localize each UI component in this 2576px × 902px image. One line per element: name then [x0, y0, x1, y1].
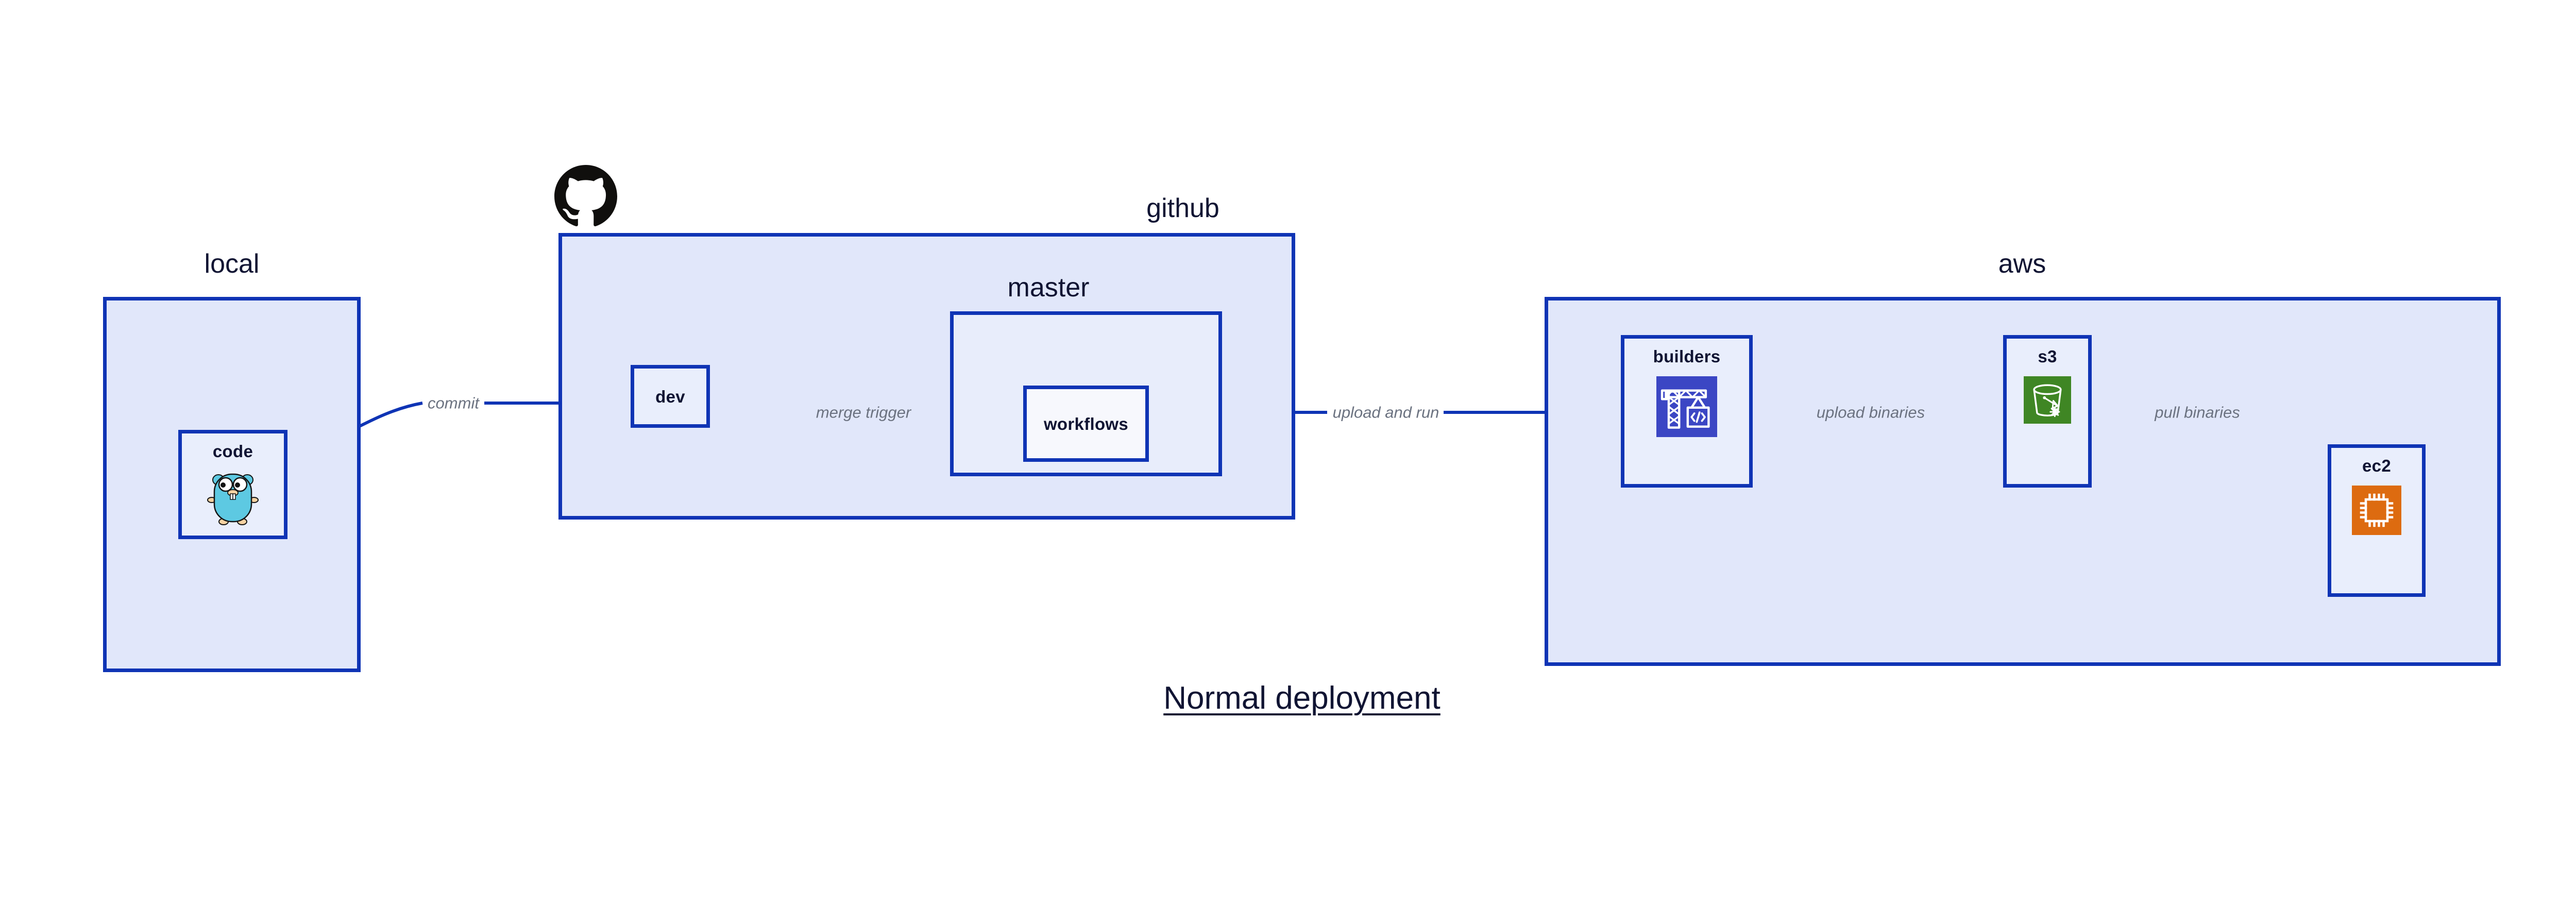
node-s3[interactable]: s3	[2003, 335, 2092, 488]
node-label-ec2: ec2	[2362, 456, 2391, 475]
aws-s3-bucket-icon	[2024, 376, 2071, 426]
node-label-workflows: workflows	[1043, 414, 1129, 433]
node-builders[interactable]: builders	[1621, 335, 1753, 488]
github-octocat-icon	[554, 165, 617, 230]
edge-label-upload-binaries: upload binaries	[1816, 403, 1925, 422]
group-label-master: master	[1007, 273, 1090, 303]
edge-label-merge-trigger: merge trigger	[816, 403, 911, 422]
node-label-builders: builders	[1653, 347, 1721, 366]
node-workflows[interactable]: workflows	[1023, 386, 1149, 462]
edge-label-commit: commit	[428, 394, 479, 412]
aws-ec2-chip-icon	[2352, 486, 2401, 538]
node-dev[interactable]: dev	[631, 365, 710, 428]
node-code[interactable]: code	[178, 430, 287, 539]
node-label-code: code	[212, 442, 253, 461]
group-label-aws: aws	[1998, 249, 2046, 279]
node-label-s3: s3	[2038, 347, 2057, 366]
edge-label-pull-binaries: pull binaries	[2155, 403, 2240, 422]
go-gopher-icon	[207, 468, 259, 528]
edge-label-upload-and-run: upload and run	[1332, 403, 1439, 422]
aws-crane-builder-icon	[1656, 376, 1717, 440]
node-label-dev: dev	[655, 387, 685, 406]
group-label-local: local	[204, 249, 260, 279]
group-label-github: github	[1146, 193, 1219, 223]
diagram-title: Normal deployment	[1163, 680, 1440, 716]
node-ec2[interactable]: ec2	[2328, 444, 2426, 597]
